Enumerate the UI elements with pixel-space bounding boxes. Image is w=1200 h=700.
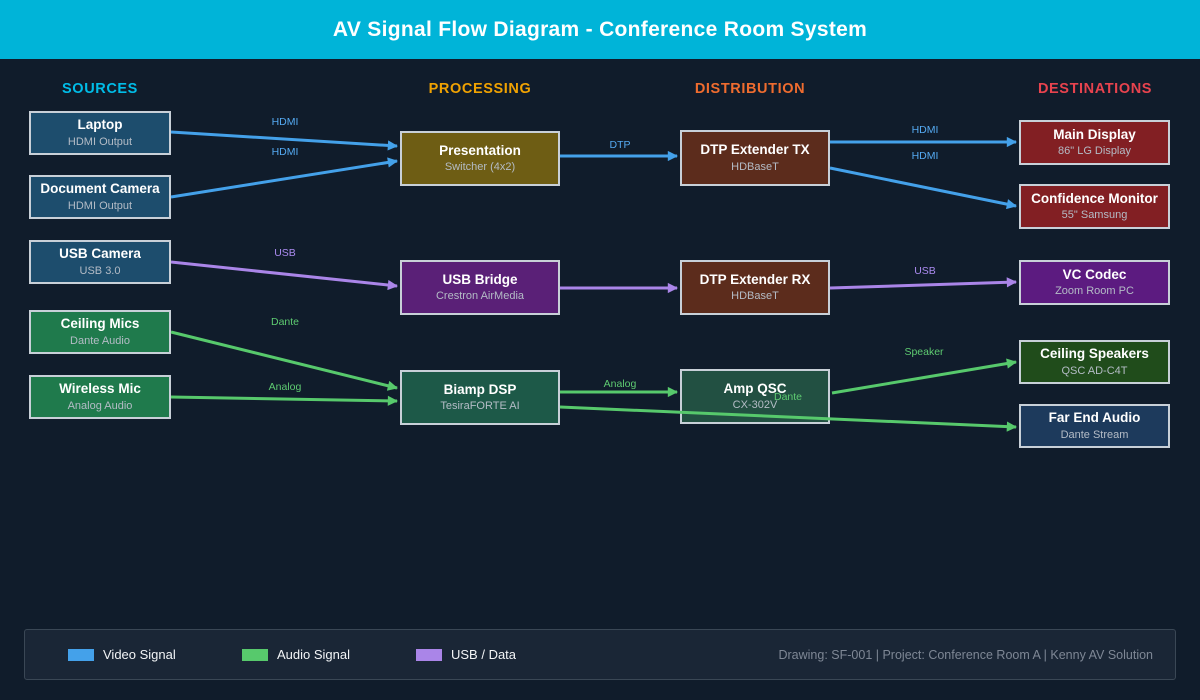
- node-title: Main Display: [1053, 126, 1136, 142]
- edge-dtp-extender-rx-to-vc-codec: [829, 277, 1018, 290]
- legend-label-audio: Audio Signal: [277, 647, 350, 662]
- legend-item-video: Video Signal: [68, 630, 176, 679]
- legend-item-audio: Audio Signal: [242, 630, 350, 679]
- column-header-sources: SOURCES: [62, 81, 138, 97]
- node-subtitle: Dante Stream: [1060, 428, 1129, 441]
- node-subtitle: HDMI Output: [67, 199, 133, 212]
- node-title: USB Camera: [59, 246, 141, 262]
- edge-label-dante: Dante: [773, 391, 803, 403]
- edge-label-dante: Dante: [270, 316, 300, 328]
- edge-label-usb: USB: [274, 247, 296, 259]
- node-title: Amp QSC: [723, 380, 787, 396]
- node-title: Ceiling Speakers: [1040, 346, 1149, 362]
- node-dtp-extender-tx: DTP Extender TX HDBaseT: [680, 130, 830, 186]
- node-subtitle: QSC AD-C4T: [1061, 364, 1128, 377]
- node-main-display: Main Display 86" LG Display: [1019, 120, 1170, 165]
- node-dtp-extender-rx: DTP Extender RX HDBaseT: [680, 260, 830, 315]
- node-title: Confidence Monitor: [1031, 190, 1158, 206]
- column-header-destinations: DESTINATIONS: [1037, 81, 1153, 97]
- node-subtitle: Crestron AirMedia: [435, 290, 525, 303]
- node-subtitle: Analog Audio: [67, 399, 133, 412]
- node-title: VC Codec: [1062, 266, 1127, 282]
- title-bar: AV Signal Flow Diagram - Conference Room…: [0, 0, 1200, 59]
- legend-item-usb: USB / Data: [416, 630, 516, 679]
- node-title: Far End Audio: [1048, 410, 1141, 426]
- node-title: Laptop: [77, 117, 123, 133]
- edge-ceiling-mics-to-biamp-dsp: [170, 330, 398, 391]
- node-title: USB Bridge: [442, 271, 518, 287]
- edge-laptop-to-presentation: [170, 130, 399, 151]
- edge-label-hdmi: HDMI: [911, 150, 939, 162]
- usb-data-swatch-icon: [416, 648, 442, 661]
- legend-label-usb: USB / Data: [451, 647, 517, 662]
- node-title: Biamp DSP: [443, 381, 517, 397]
- node-title: Presentation: [439, 142, 521, 158]
- node-subtitle: HDMI Output: [67, 135, 133, 148]
- node-subtitle: HDBaseT: [731, 160, 779, 173]
- node-confidence-monitor: Confidence Monitor 55" Samsung: [1019, 184, 1170, 229]
- node-subtitle: Zoom Room PC: [1055, 285, 1134, 298]
- node-biamp-dsp: Biamp DSP TesiraFORTE AI: [400, 370, 560, 425]
- node-subtitle: 55" Samsung: [1061, 209, 1128, 222]
- edge-document-camera-to-presentation: [170, 157, 399, 199]
- video-signal-swatch-icon: [68, 648, 94, 661]
- edge-dtp-extender-tx-to-confidence-monitor: [829, 166, 1017, 210]
- node-subtitle: USB 3.0: [79, 264, 121, 277]
- edge-label-hdmi: HDMI: [271, 146, 299, 158]
- legend-label-video: Video Signal: [103, 647, 176, 662]
- node-title: Document Camera: [40, 181, 160, 197]
- legend-bar: Video Signal Audio Signal USB / Data Dra…: [24, 629, 1176, 680]
- edge-wireless-mic-to-biamp-dsp: [170, 395, 399, 406]
- edge-amp-qsc-to-ceiling-speakers: [831, 358, 1018, 395]
- node-subtitle: 86" LG Display: [1058, 145, 1131, 158]
- edge-label-dtp: DTP: [609, 139, 631, 151]
- page-title: AV Signal Flow Diagram - Conference Room…: [332, 17, 868, 41]
- edge-label-speaker: Speaker: [904, 346, 944, 358]
- edge-usb-camera-to-usb-bridge: [170, 260, 399, 291]
- node-subtitle: CX-302V: [732, 399, 778, 412]
- edge-label-analog: Analog: [268, 381, 302, 393]
- edge-label-analog: Analog: [603, 378, 637, 390]
- node-title: DTP Extender RX: [699, 271, 811, 287]
- edge-label-usb: USB: [914, 265, 936, 277]
- audio-signal-swatch-icon: [242, 648, 268, 661]
- node-subtitle: TesiraFORTE AI: [440, 400, 520, 413]
- drawing-info: Drawing: SF-001 | Project: Conference Ro…: [778, 647, 1153, 662]
- node-amp-qsc: Amp QSC CX-302V: [680, 369, 830, 424]
- node-subtitle: Dante Audio: [70, 334, 130, 347]
- node-title: Wireless Mic: [59, 381, 141, 397]
- node-title: Ceiling Mics: [60, 316, 140, 332]
- node-subtitle: HDBaseT: [731, 290, 779, 303]
- node-subtitle: Switcher (4x2): [444, 161, 516, 174]
- column-header-distribution: DISTRIBUTION: [694, 81, 806, 97]
- node-title: DTP Extender TX: [700, 142, 810, 158]
- edge-label-hdmi: HDMI: [911, 124, 939, 136]
- edge-label-hdmi: HDMI: [271, 116, 299, 128]
- column-header-processing: PROCESSING: [428, 81, 532, 97]
